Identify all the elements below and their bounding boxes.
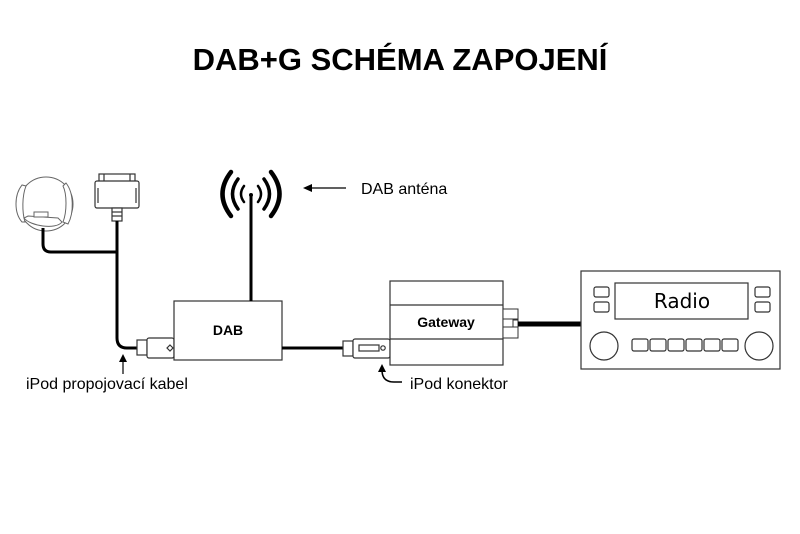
radio-preset-buttons	[631, 338, 739, 352]
dab-input-plug	[136, 337, 175, 359]
antenna-label-arrow	[303, 184, 346, 192]
holder-cable	[41, 228, 117, 254]
radio-preset-button	[631, 338, 649, 352]
cable-label: iPod propojovací kabel	[26, 376, 188, 393]
radio-preset-button	[685, 338, 703, 352]
gateway-output-connector	[502, 308, 519, 339]
connector-label: iPod konektor	[410, 376, 509, 393]
ipod-holder-icon	[15, 176, 74, 232]
ipod-interconnect-cable	[115, 221, 140, 350]
antenna-label: DAB anténa	[361, 181, 447, 198]
gateway-module-label: Gateway	[417, 314, 475, 330]
connector-label-arrow	[378, 364, 402, 383]
diagram-title: DAB+G SCHÉMA ZAPOJENÍ	[192, 42, 608, 77]
cable-label-arrow	[119, 354, 127, 374]
radio-preset-button	[649, 338, 667, 352]
radio-display-label: Radio	[654, 289, 710, 313]
dab-module	[173, 300, 283, 361]
dab-module-label: DAB	[213, 322, 243, 338]
car-radio	[580, 270, 781, 370]
gateway-module	[389, 280, 504, 366]
radio-preset-button	[703, 338, 721, 352]
dock-connector-icon	[94, 173, 140, 222]
radio-preset-button	[667, 338, 685, 352]
ipod-connector-plug	[342, 338, 391, 359]
radio-preset-button	[721, 338, 739, 352]
